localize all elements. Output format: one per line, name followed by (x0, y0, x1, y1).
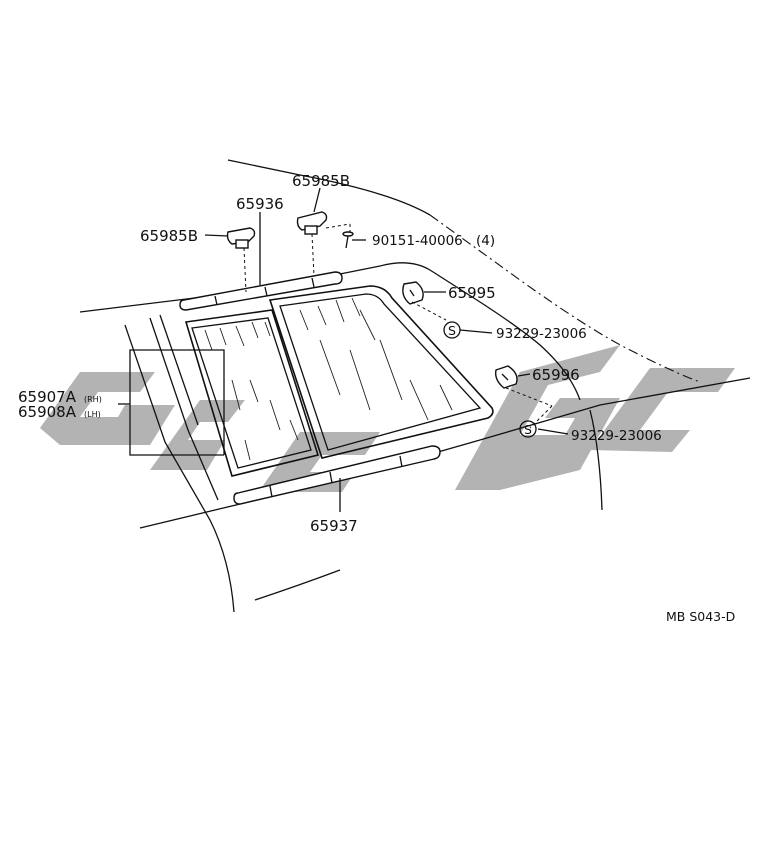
svg-text:S: S (524, 422, 532, 437)
window-glass-assembly (184, 285, 494, 477)
label-65995: 65995 (448, 284, 496, 302)
leader-lines (118, 187, 569, 512)
label-93229-b: 93229-23006 (571, 428, 662, 444)
seal-symbol-a: S (443, 321, 461, 339)
lower-rail (233, 445, 441, 505)
label-65907a: 65907A (18, 388, 77, 406)
diagram-code: MB S043-D (666, 609, 735, 624)
label-65907a-side: (RH) (84, 395, 102, 404)
latch-part-65995 (402, 281, 424, 305)
label-65936: 65936 (236, 195, 284, 213)
svg-text:S: S (448, 323, 456, 338)
label-65996: 65996 (532, 366, 580, 384)
label-90151-qty: (4) (476, 233, 495, 249)
label-65985b-top: 65985B (292, 172, 350, 190)
seal-symbol-b: S (519, 420, 537, 438)
label-90151: 90151-40006 (372, 233, 463, 249)
label-65937: 65937 (310, 517, 358, 535)
upper-rail (179, 271, 343, 311)
label-65908a: 65908A (18, 403, 77, 421)
label-65985b-left: 65985B (140, 227, 198, 245)
label-93229-a: 93229-23006 (496, 326, 587, 342)
label-65908a-side: (LH) (84, 410, 101, 419)
screw-part-90151 (342, 231, 354, 249)
stopper-part-65985b-right (296, 211, 328, 235)
latch-part-65996 (494, 365, 518, 389)
stopper-part-65985b-left (226, 227, 256, 249)
install-lines (243, 223, 553, 429)
